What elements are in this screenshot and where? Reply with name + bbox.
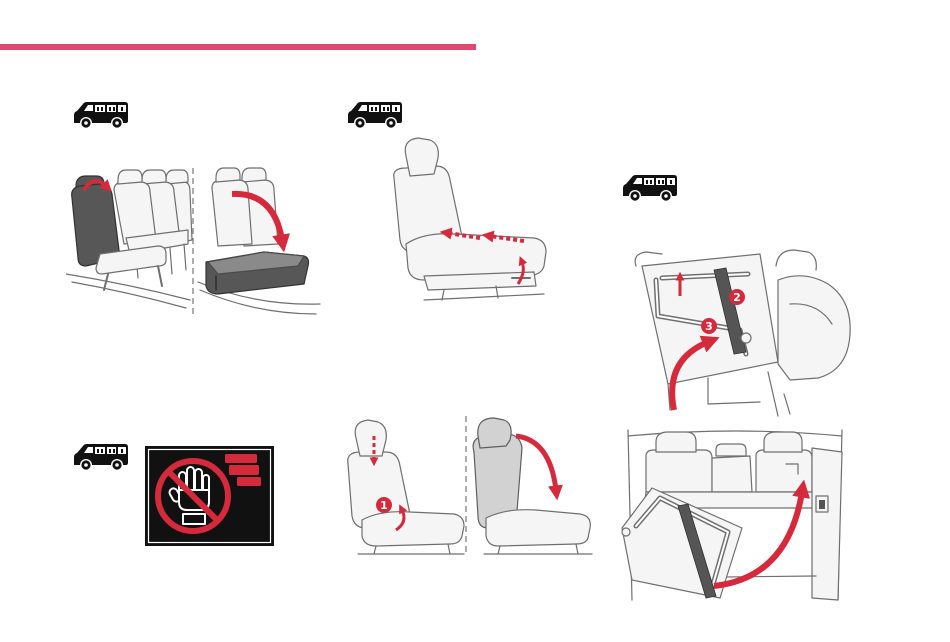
figure-van-interior — [616, 428, 854, 602]
seat-row-before — [66, 170, 192, 308]
figure-seat-slide — [384, 128, 552, 306]
van-icon — [73, 442, 129, 472]
svg-text:3: 3 — [705, 320, 713, 333]
seat-cushion — [778, 276, 850, 380]
backrest-fold-arrow — [516, 436, 556, 490]
seat-after — [473, 418, 592, 554]
svg-text:1: 1 — [380, 499, 388, 512]
release-knob — [741, 333, 751, 343]
seat-headrest — [405, 138, 438, 176]
van-icon — [73, 100, 129, 130]
section-header-rule — [0, 44, 476, 50]
figure-fold-seat-row — [66, 158, 322, 318]
seat-row-after — [198, 168, 320, 314]
seat-before: 1 — [348, 420, 464, 554]
callout-step-1: 1 — [376, 497, 392, 513]
folded-seat — [206, 252, 309, 294]
figure-seat-tumble: 2 3 — [628, 244, 856, 424]
figure-backrest-fold: 1 — [340, 412, 602, 558]
svg-text:2: 2 — [733, 291, 741, 304]
callout-step-2: 2 — [729, 289, 745, 305]
seat-headrest — [355, 420, 386, 456]
no-hands-icon — [145, 446, 274, 546]
van-icon — [622, 173, 678, 203]
van-icon — [347, 100, 403, 130]
callout-step-3: 3 — [701, 318, 717, 334]
